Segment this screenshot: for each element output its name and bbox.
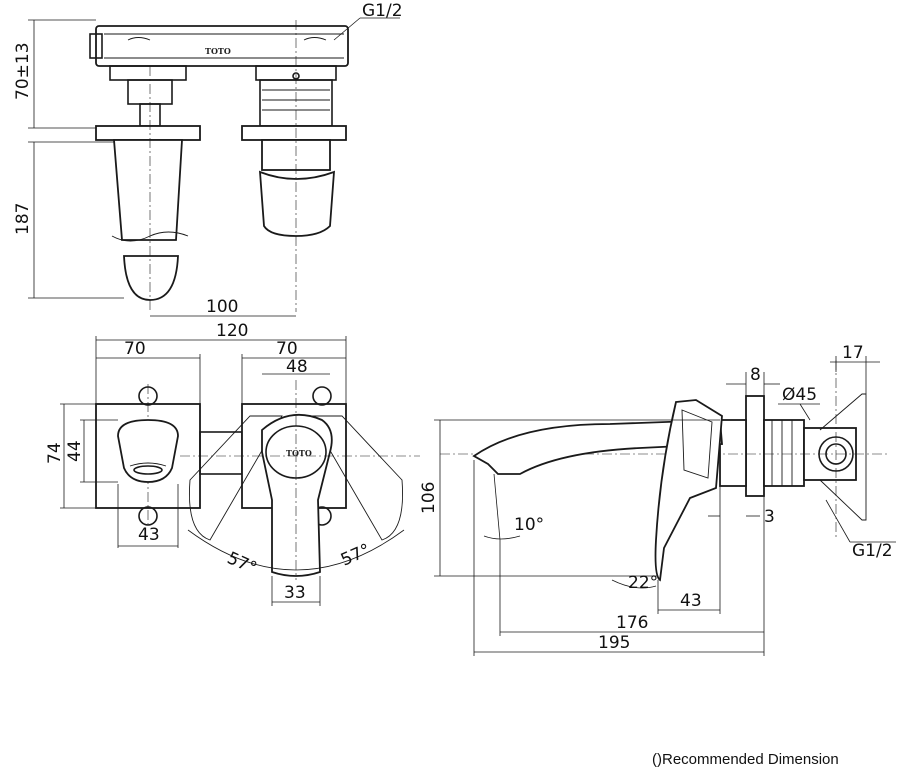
dim-angle-right: 57°	[338, 540, 374, 571]
dim-gap-3: 3	[764, 507, 775, 527]
dim-reach-195: 195	[598, 633, 630, 653]
front-view: 120 70 70 48 TOTO	[45, 321, 420, 606]
dim-diameter-45: Ø45	[782, 385, 817, 405]
thread-label-top: G1/2	[362, 1, 403, 21]
dim-plate-70-left: 70	[124, 339, 146, 359]
side-view: 106 10° 22° 3 43 176 195 8 Ø45	[419, 343, 896, 656]
dim-plate-70-right: 70	[276, 339, 298, 359]
dim-depth-43: 43	[680, 591, 702, 611]
handle-brand: TOTO	[286, 448, 312, 458]
dim-angle-22: 22°	[628, 573, 658, 593]
thread-label-side: G1/2	[852, 541, 893, 561]
brand-label: TOTO	[205, 46, 231, 56]
dim-thickness-8: 8	[750, 365, 761, 385]
dim-spacing-100: 100	[206, 297, 238, 317]
dim-plate-48: 48	[286, 357, 308, 377]
dim-handle-33: 33	[284, 583, 306, 603]
dim-angle-10: 10°	[514, 515, 544, 535]
dim-adjust-range: 70±13	[13, 42, 33, 100]
dim-height-106: 106	[419, 482, 439, 514]
dim-height-187: 187	[13, 203, 33, 235]
dim-angle-left: 57°	[224, 548, 260, 579]
dim-reach-176: 176	[616, 613, 648, 633]
dim-plate-43: 43	[138, 525, 160, 545]
dim-plate-44: 44	[65, 440, 85, 462]
dim-spacing-120: 120	[216, 321, 248, 341]
top-view: TOTO G1/2 70±13 187	[13, 1, 403, 317]
dim-plate-74: 74	[45, 442, 65, 464]
dim-body-17: 17	[842, 343, 864, 363]
recommended-dimension-note: ()Recommended Dimension	[652, 751, 839, 768]
